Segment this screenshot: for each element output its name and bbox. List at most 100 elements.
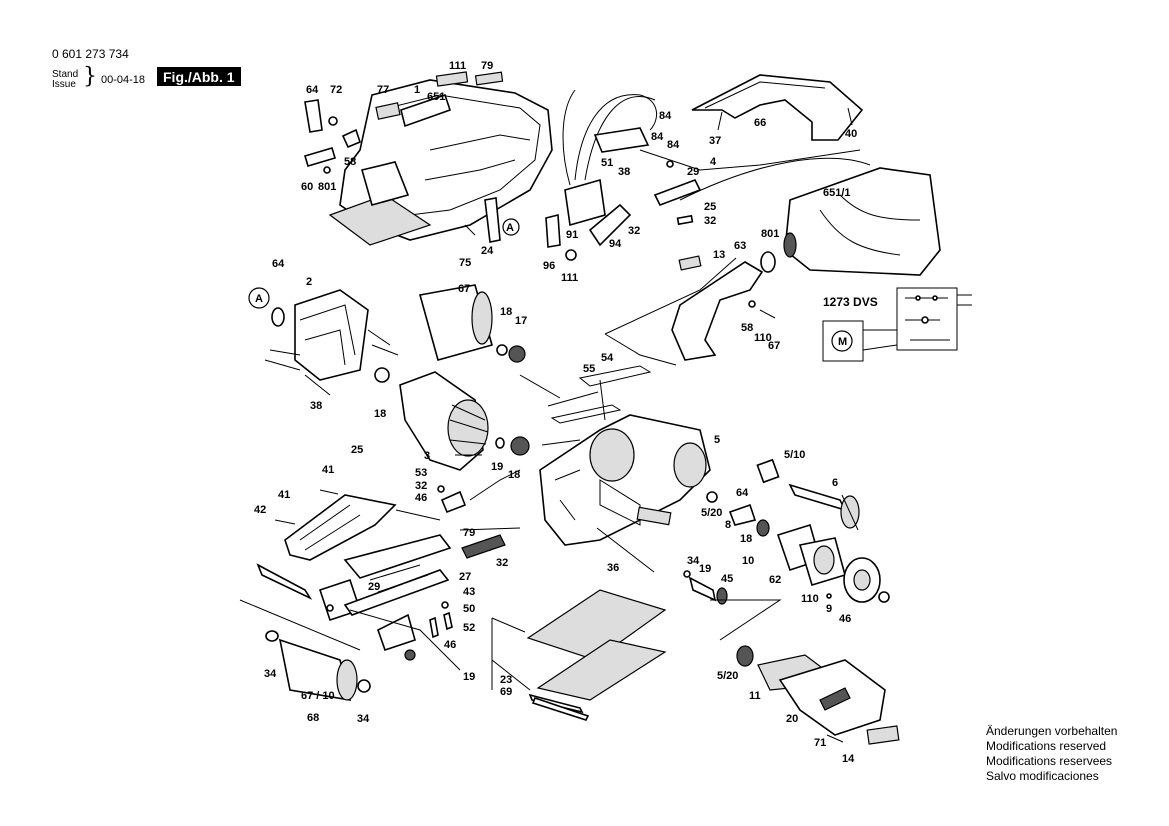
part-label: 77: [377, 84, 389, 96]
motor-group: [248, 284, 530, 471]
notice-line-es: Salvo modificaciones: [986, 769, 1099, 783]
part-label: 75: [459, 257, 471, 269]
part-label: 25: [351, 444, 363, 456]
issue-label: Issue: [52, 79, 76, 90]
part-label: 17: [515, 315, 527, 327]
frame-group: [539, 365, 728, 605]
part-label: 19: [463, 671, 475, 683]
part-label: 24: [481, 245, 494, 257]
dust-bag-group: [671, 167, 941, 361]
part-label: 111: [561, 272, 578, 284]
front-housing-group: [736, 645, 900, 745]
housing-group: [304, 71, 577, 261]
part-label: 84: [659, 110, 672, 122]
part-label: 801: [318, 181, 336, 193]
part-label: 72: [330, 84, 342, 96]
part-label: 9: [826, 603, 832, 615]
part-label: 58: [741, 322, 753, 334]
part-label: 50: [463, 603, 475, 615]
part-label: 66: [754, 117, 766, 129]
part-label: 10: [742, 555, 754, 567]
part-label: 20: [786, 713, 798, 725]
drive-group: [706, 458, 890, 603]
part-label: 5/10: [784, 449, 805, 461]
part-label: 32: [415, 480, 427, 492]
part-label: 51: [601, 157, 613, 169]
part-label: 41: [278, 489, 290, 501]
part-label: 38: [618, 166, 630, 178]
part-label: 42: [254, 504, 266, 516]
part-label: 19: [491, 461, 503, 473]
stand-label: Stand: [52, 69, 79, 80]
part-label: 64: [306, 84, 319, 96]
part-label: 34: [357, 713, 370, 725]
part-label: 18: [740, 533, 752, 545]
switch-wiring-group: [562, 89, 871, 247]
part-label: 64: [736, 487, 749, 499]
part-label: 27: [459, 571, 471, 583]
part-label: 18: [374, 408, 386, 420]
part-label: 5/20: [701, 507, 722, 519]
part-label: 36: [607, 562, 619, 574]
part-label: 43: [463, 586, 475, 598]
part-label: 32: [496, 557, 508, 569]
part-label: 53: [415, 467, 427, 479]
part-label: 45: [721, 573, 733, 585]
part-label: 84: [667, 139, 680, 151]
handle-group: [691, 74, 864, 141]
part-label: 54: [601, 352, 614, 364]
modifications-notice: Änderungen vorbehalten Modifications res…: [986, 724, 1117, 784]
part-label: 3: [424, 450, 430, 462]
tension-group: [256, 485, 506, 701]
figure-label: Fig./Abb. 1: [157, 67, 241, 86]
part-label: 4: [710, 156, 717, 168]
part-label: 34: [687, 555, 700, 567]
part-label: 25: [704, 201, 716, 213]
ref-marker-label: A: [506, 222, 514, 234]
part-label: 94: [609, 238, 622, 250]
notice-line-en: Modifications reserved: [986, 739, 1107, 753]
part-label: 91: [566, 229, 578, 241]
part-number-labels: 111 79 64 72 77 1 651 58 60 801 75 24 A …: [254, 60, 878, 765]
part-label: 71: [814, 737, 826, 749]
part-label: 69: [500, 686, 512, 698]
part-label: 110: [754, 332, 772, 344]
part-label: 46: [839, 613, 851, 625]
part-label: 29: [687, 166, 699, 178]
ref-marker-label: A: [255, 293, 263, 305]
part-label: 46: [415, 492, 427, 504]
part-label: 111: [449, 60, 466, 72]
part-label: 55: [583, 363, 595, 375]
part-label: 64: [272, 258, 285, 270]
part-label: 6: [832, 477, 838, 489]
part-label: 67 / 10: [301, 690, 335, 702]
part-label: 46: [444, 639, 456, 651]
part-label: 84: [651, 131, 664, 143]
part-label: 58: [344, 156, 356, 168]
notice-line-de: Änderungen vorbehalten: [986, 724, 1118, 738]
part-label: 79: [481, 60, 493, 72]
leader-lines: [239, 257, 782, 691]
part-label: 801: [761, 228, 779, 240]
part-label: 19: [699, 563, 711, 575]
part-label: 62: [769, 574, 781, 586]
platen-group: [526, 589, 667, 721]
part-label: 1: [414, 84, 420, 96]
part-label: 67: [768, 340, 780, 352]
part-label: 41: [322, 464, 334, 476]
part-label: 34: [264, 668, 277, 680]
document-number: 0 601 273 734: [52, 47, 129, 61]
part-label: 18: [500, 306, 512, 318]
brace-glyph: }: [83, 64, 97, 89]
part-label: 651/1: [823, 187, 851, 199]
part-label: 110: [801, 593, 819, 605]
part-label: 38: [310, 400, 322, 412]
part-label: 8: [725, 519, 731, 531]
stand-issue-label: Stand Issue: [52, 70, 78, 90]
part-label: 2: [306, 276, 312, 288]
part-label: 32: [704, 215, 716, 227]
part-label: 18: [508, 469, 520, 481]
part-label: 32: [628, 225, 640, 237]
part-label: 52: [463, 622, 475, 634]
